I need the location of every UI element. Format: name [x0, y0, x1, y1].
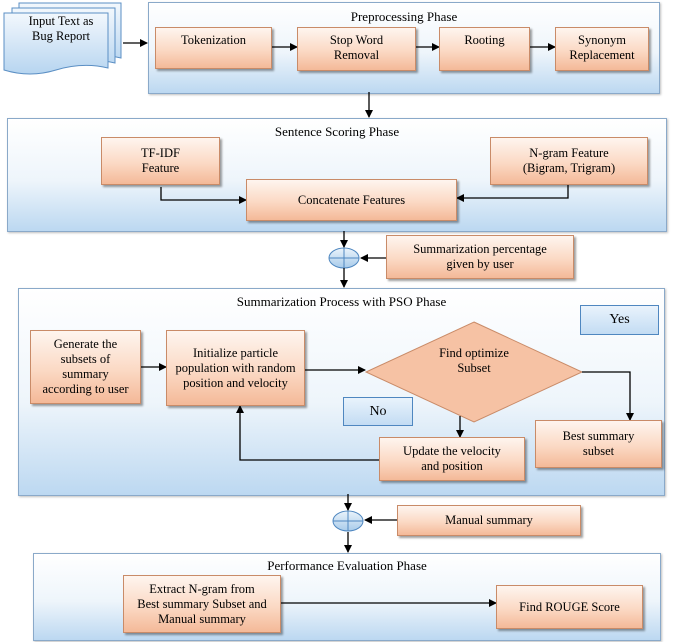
input-document-label: Input Text as Bug Report: [28, 14, 94, 43]
stop-word-removal-step: Stop Word Removal: [297, 27, 416, 71]
synonym-replacement-step: Synonym Replacement: [555, 27, 649, 71]
initialize-particle-step: Initialize particle population with rand…: [166, 330, 305, 406]
arrow-optimize-yes-to-best: [582, 371, 634, 421]
tokenization-step: Tokenization: [155, 27, 272, 69]
tf-idf-feature: TF-IDF Feature: [101, 137, 220, 185]
summing-junction-icon: [328, 247, 360, 269]
arrow-ngram-to-concat: [456, 185, 569, 202]
arrow-update-to-initialize: [236, 405, 379, 461]
yes-label: Yes: [580, 305, 659, 335]
best-summary-subset: Best summary subset: [535, 420, 662, 468]
summing-junction-icon: [332, 510, 364, 532]
find-rouge-score-step: Find ROUGE Score: [496, 585, 643, 629]
no-label: No: [343, 397, 413, 426]
rooting-step: Rooting: [439, 27, 530, 71]
document-stack-icon: [3, 2, 122, 75]
generate-subsets-step: Generate the subsets of summary accordin…: [30, 330, 141, 404]
update-velocity-step: Update the velocity and position: [379, 437, 525, 481]
preprocessing-phase-title: Preprocessing Phase: [350, 9, 458, 24]
arrow-tfidf-to-concat: [160, 187, 247, 204]
find-optimize-label: Find optimize Subset: [439, 346, 509, 375]
concatenate-features: Concatenate Features: [246, 179, 457, 221]
sentence-scoring-phase-title: Sentence Scoring Phase: [274, 124, 400, 139]
manual-summary-input: Manual summary: [397, 505, 581, 536]
pso-phase-title: Summarization Process with PSO Phase: [236, 294, 447, 309]
summarization-percentage-input: Summarization percentage given by user: [386, 235, 574, 279]
evaluation-phase-title: Performance Evaluation Phase: [267, 558, 427, 573]
find-optimize-diamond: [364, 321, 584, 423]
extract-n-gram-step: Extract N-gram from Best summary Subset …: [123, 575, 281, 633]
n-gram-feature: N-gram Feature (Bigram, Trigram): [490, 137, 648, 185]
